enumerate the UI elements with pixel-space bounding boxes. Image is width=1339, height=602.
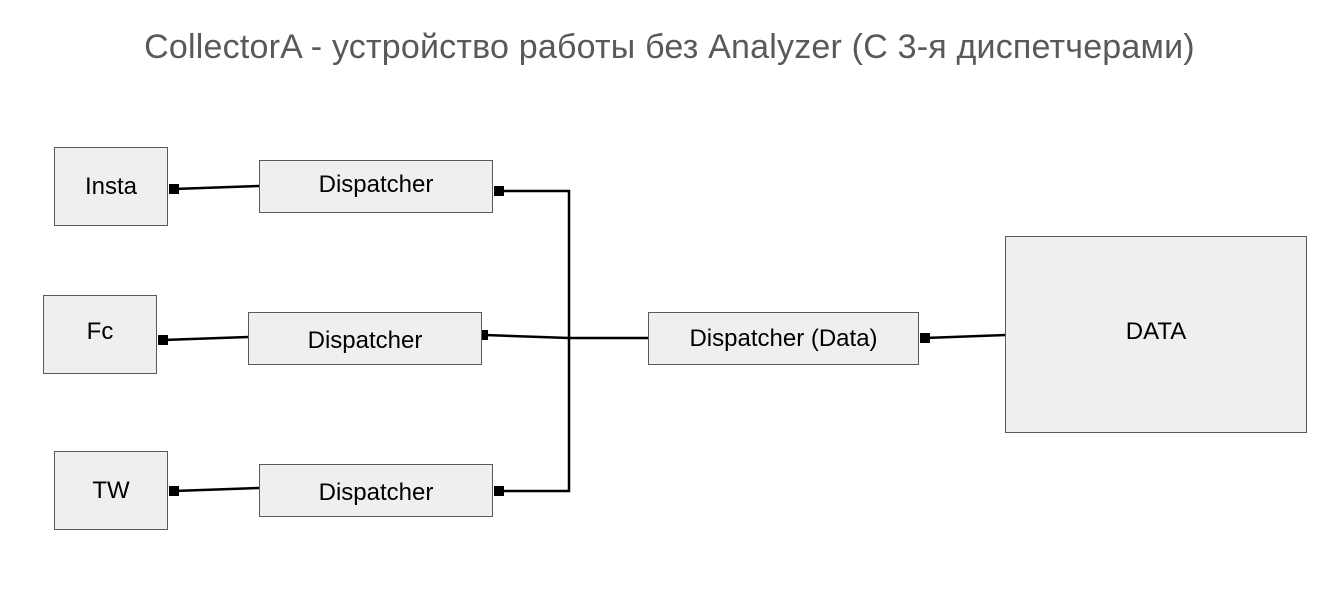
source-tw-box[interactable]: TW xyxy=(54,451,168,530)
port-dispatcher-tw xyxy=(494,486,504,496)
dispatcher-insta-box[interactable]: Dispatcher xyxy=(259,160,493,213)
port-tw xyxy=(169,486,179,496)
port-dispatcher-insta xyxy=(494,186,504,196)
connector-dispatcher-fc-hub xyxy=(484,333,570,340)
source-insta-box[interactable]: Insta xyxy=(54,147,168,226)
source-insta-label: Insta xyxy=(84,172,138,200)
source-fc-label: Fc xyxy=(86,317,114,345)
source-fc-box[interactable]: Fc xyxy=(43,295,157,374)
dispatcher-fc-label: Dispatcher xyxy=(307,326,423,354)
dispatcher-tw-label: Dispatcher xyxy=(318,478,434,506)
data-store-label: DATA xyxy=(1125,317,1187,345)
dispatcher-data-box[interactable]: Dispatcher (Data) xyxy=(648,312,919,365)
source-tw-label: TW xyxy=(92,476,130,504)
connector-dispatcher-tw-hub xyxy=(499,338,571,493)
port-insta xyxy=(169,184,179,194)
connector-dispatcher-insta-hub xyxy=(499,189,571,338)
dispatcher-fc-box[interactable]: Dispatcher xyxy=(248,312,482,365)
diagram-title: CollectorA - устройство работы без Analy… xyxy=(144,28,1195,66)
connector-insta-dispatcher xyxy=(173,184,260,191)
port-fc xyxy=(158,335,168,345)
connector-dispatcher-data-store xyxy=(924,333,1007,340)
dispatcher-tw-box[interactable]: Dispatcher xyxy=(259,464,493,517)
dispatcher-data-label: Dispatcher (Data) xyxy=(689,324,878,352)
port-dispatcher-fc xyxy=(482,330,488,340)
data-store-box[interactable]: DATA xyxy=(1005,236,1307,433)
port-dispatcher-data xyxy=(920,333,930,343)
connector-tw-dispatcher xyxy=(173,486,260,493)
dispatcher-insta-label: Dispatcher xyxy=(318,170,434,198)
connector-fc-dispatcher xyxy=(162,335,249,342)
